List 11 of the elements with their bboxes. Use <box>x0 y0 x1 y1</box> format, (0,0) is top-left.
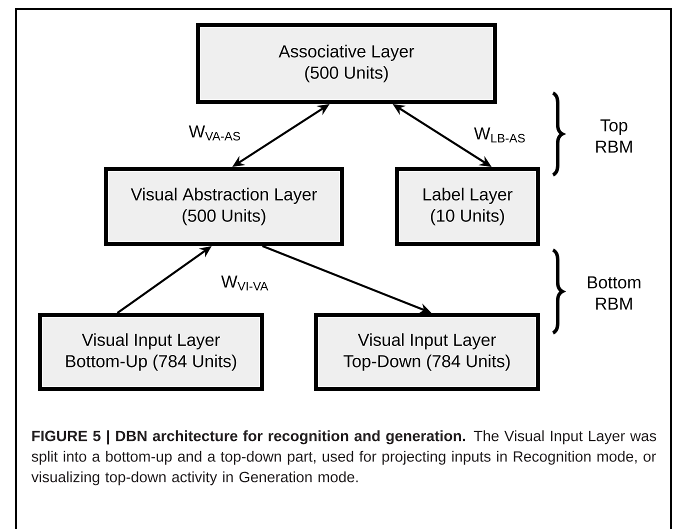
edge-label: W$_{LB-AS}$ <box>472 126 528 144</box>
edge-label: W$_{VI-VA}$ <box>220 274 270 292</box>
layer-box: Visual Input Layer Bottom-Up (784 Units) <box>38 313 264 391</box>
edge-label: W$_{VA-AS}$ <box>187 124 243 142</box>
rbm-label: Bottom RBM <box>588 276 640 310</box>
layer-box: Label Layer (10 Units) <box>395 167 540 246</box>
layer-box: Visual Input Layer Top-Down (784 Units) <box>314 313 540 391</box>
figure-caption: FIGURE 5 | DBN architecture for recognition and generation. The Visual Input Layer was split into a bottom-up and a top-down part, used for projecting inputs in Recognition mode, or visualizing top-down activity in Generation mode. <box>31 430 656 486</box>
layer-box: Associative Layer (500 Units) <box>196 23 498 104</box>
rbm-label: Top RBM <box>596 119 632 153</box>
layer-box: Visual Abstraction Layer (500 Units) <box>104 167 344 246</box>
